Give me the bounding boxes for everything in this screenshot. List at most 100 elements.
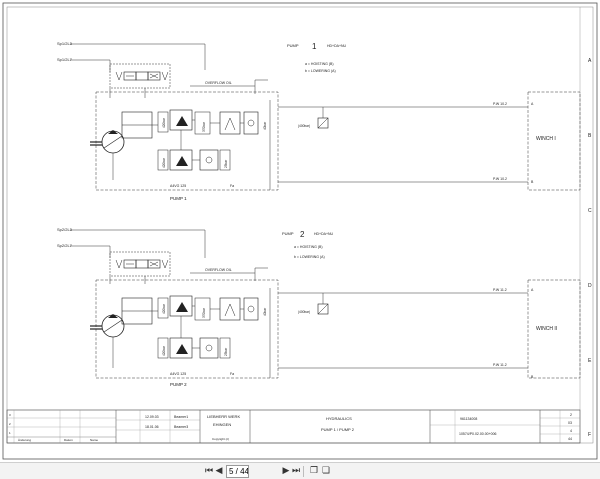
pump-2-valve-label: 420bar bbox=[162, 303, 166, 314]
check-valve bbox=[199, 149, 219, 171]
name-2: Beamer3 bbox=[174, 425, 188, 429]
relief-valve-arrow bbox=[176, 302, 188, 312]
pump-1-signal-top: Sp1/2L3 bbox=[57, 41, 73, 46]
spring-symbol bbox=[115, 259, 123, 269]
frame-letter: E bbox=[588, 358, 592, 364]
valve-body bbox=[157, 149, 169, 171]
sensor-diagonal bbox=[317, 117, 329, 129]
pump-1-heading-code: HD+DA+NU bbox=[327, 44, 347, 48]
two-page-view-icon[interactable]: ❏ bbox=[321, 466, 331, 476]
company-line-1: LIEBHERR WERK bbox=[207, 414, 240, 419]
pump-variable-arrow bbox=[103, 319, 123, 333]
pump-2-port-label: Fa bbox=[230, 372, 234, 376]
winch-2-port-a: A bbox=[531, 288, 534, 292]
footer-label: Datum bbox=[64, 438, 73, 442]
valve-body bbox=[157, 111, 169, 133]
relief-valve-arrow bbox=[176, 344, 188, 354]
spring-symbol bbox=[161, 259, 169, 269]
pressure-valve bbox=[219, 111, 241, 135]
drawing-inner-frame bbox=[6, 6, 594, 444]
pump-2-note-a: a = HOISTING (B) bbox=[294, 245, 323, 249]
valve-arrow bbox=[224, 303, 236, 317]
pressure-valve bbox=[219, 297, 241, 321]
pump-1-output-bottom: P.W 10.2 bbox=[493, 177, 507, 181]
winch-1-title: WINCH I bbox=[536, 136, 556, 142]
footer-label: Änderung bbox=[18, 438, 31, 442]
pump-1-port-label: Fa bbox=[230, 184, 234, 188]
frame-letter: C bbox=[588, 208, 592, 214]
shuttle-valve bbox=[243, 111, 259, 135]
frame-letter: A bbox=[588, 58, 592, 64]
last-page-icon[interactable]: ⏭ bbox=[292, 466, 301, 476]
check-valve bbox=[199, 337, 219, 359]
pump-variable-arrow bbox=[103, 135, 123, 149]
valve-spool bbox=[135, 71, 149, 81]
name-1: Beamer1 bbox=[174, 415, 188, 419]
pump-2-output-top: P.W 11.2 bbox=[493, 288, 507, 292]
check-valve-ball bbox=[205, 344, 213, 352]
pump-2-valve-label: 25bar bbox=[224, 347, 228, 356]
pdf-toolbar: ⏮ ◀ ▶ ⏭ ❐ ❏ bbox=[0, 462, 600, 479]
pump-flow-triangle bbox=[108, 314, 118, 318]
drawing-title-1: HYDRAULICS bbox=[326, 416, 352, 421]
frame-letter: F bbox=[588, 432, 591, 438]
pump-1-heading-label: PUMP bbox=[287, 43, 299, 48]
relief-valve-arrow bbox=[176, 116, 188, 126]
date-2: 18.01.06 bbox=[145, 425, 159, 429]
pump-2-valve-label: 420bar bbox=[162, 345, 166, 356]
pump-1-signal-bottom: Sp1/2L7 bbox=[57, 57, 73, 62]
date-1: 12.09.03 bbox=[145, 415, 159, 419]
document-viewer: A B C D E F Sp1/2L3 Sp1/2L7 PUMP 1 HD+DA… bbox=[2, 2, 598, 460]
shuttle-ball bbox=[247, 119, 255, 127]
valve-spool bbox=[147, 259, 161, 269]
hydraulic-schematic: A B C D E F Sp1/2L3 Sp1/2L7 PUMP 1 HD+DA… bbox=[2, 2, 598, 460]
drawing-number: 961134008 bbox=[460, 417, 477, 421]
pump-1-valve-label: 420bar bbox=[162, 117, 166, 128]
continuous-view-icon[interactable]: ❐ bbox=[309, 466, 319, 476]
previous-page-icon[interactable]: ◀ bbox=[215, 466, 223, 476]
winch-2-box bbox=[527, 279, 581, 379]
rev-number: 2 bbox=[9, 422, 11, 426]
pump-2-heading-label: PUMP bbox=[282, 231, 294, 236]
sheet-value: 2 bbox=[570, 413, 572, 417]
pump-1-valve-label: 420bar bbox=[162, 157, 166, 168]
pump-1-caption: PUMP 1 bbox=[170, 196, 187, 201]
control-valve-housing bbox=[109, 251, 171, 277]
winch-2-port-b: B bbox=[531, 375, 534, 379]
winch-1-port-a: A bbox=[531, 102, 534, 106]
pump-2-valve-label: 370bar bbox=[202, 307, 206, 318]
shuttle-valve bbox=[243, 297, 259, 321]
pump-1-unit-label: A4VG 125 bbox=[170, 184, 186, 188]
pump-flow-triangle bbox=[108, 130, 118, 134]
frame-letter: B bbox=[588, 133, 592, 139]
flow-arrow bbox=[149, 73, 159, 79]
sensor-diagonal bbox=[317, 303, 329, 315]
title-block-border bbox=[6, 409, 581, 444]
winch-1-port-b: B bbox=[531, 180, 534, 184]
footer-label: Name bbox=[90, 438, 98, 442]
sheet-value: 44 bbox=[568, 437, 572, 441]
valve-body bbox=[157, 337, 169, 359]
pump-1-valve-label: 40bar bbox=[263, 121, 267, 130]
pump-2-signal-top: Sp2/2L3 bbox=[57, 227, 73, 232]
pump-1-output-top: P.W 10.2 bbox=[493, 102, 507, 106]
pump-2-signal-bottom: Sp2/2L7 bbox=[57, 243, 73, 248]
winch-2-title: WINCH II bbox=[536, 326, 557, 332]
valve-spool bbox=[147, 71, 161, 81]
spring-symbol bbox=[161, 71, 169, 81]
pump-2-circuit: Sp2/2L3 Sp2/2L7 PUMP 2 HD+DA+NU a = HOIS… bbox=[57, 227, 581, 387]
flow-arrow bbox=[149, 261, 159, 267]
valve-arrow bbox=[224, 117, 236, 131]
pump-1-overflow-label: OVERFLOW OIL bbox=[205, 81, 232, 85]
pump-2-heading-code: HD+DA+NU bbox=[314, 232, 334, 236]
next-page-icon[interactable]: ▶ bbox=[282, 466, 290, 476]
pump-1-pressure-label: (400bar) bbox=[298, 124, 310, 128]
drawing-title-2: PUMP 1 / PUMP 2 bbox=[321, 427, 355, 432]
frame-letter: D bbox=[588, 283, 592, 289]
pump-1-housing bbox=[95, 91, 279, 191]
page-number-input[interactable] bbox=[226, 465, 249, 478]
first-page-icon[interactable]: ⏮ bbox=[205, 466, 214, 476]
shuttle-ball bbox=[247, 305, 255, 313]
pump-1-valve-label: 370bar bbox=[202, 121, 206, 132]
control-valve-housing bbox=[109, 63, 171, 89]
